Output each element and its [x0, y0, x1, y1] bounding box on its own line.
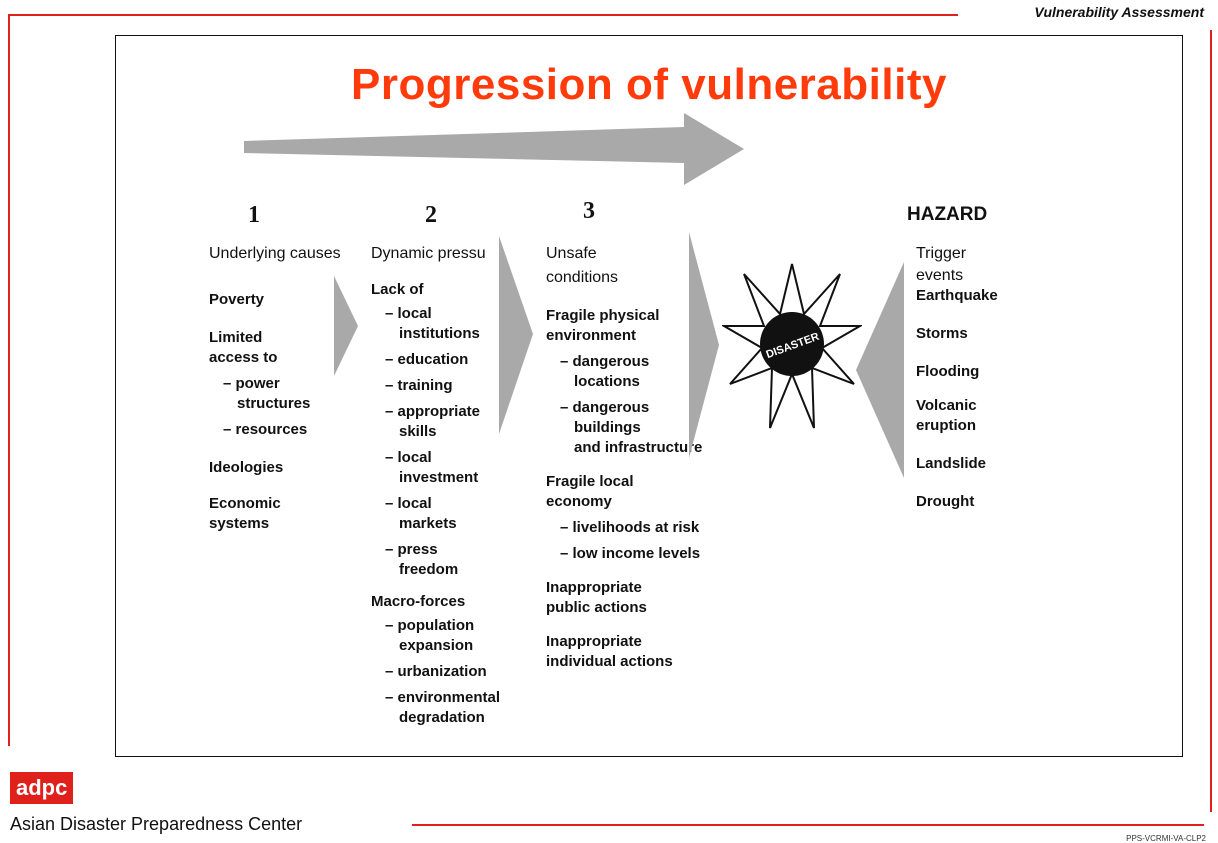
list-item: Poverty — [209, 291, 265, 308]
list-item: Fragile local — [546, 473, 634, 490]
list-item: Volcanic — [916, 397, 977, 414]
list-item: and infrastructure — [574, 439, 703, 456]
list-item: – dangerous — [560, 353, 650, 370]
list-item: – population — [385, 617, 475, 634]
list-item: degradation — [399, 709, 485, 726]
frame-line-top — [8, 14, 958, 16]
list-item: – local — [385, 495, 432, 512]
column-hazard: Trigger events Earthquake Storms Floodin… — [916, 244, 1056, 512]
list-item: Inappropriate — [546, 633, 642, 650]
frame-line-left — [8, 14, 10, 746]
column-heading: Underlying causes — [209, 245, 341, 262]
column-heading: Trigger — [916, 245, 967, 262]
list-item: investment — [399, 469, 479, 486]
list-item: Flooding — [916, 363, 980, 380]
list-item: Drought — [916, 493, 975, 510]
column-heading: Unsafe — [546, 245, 597, 262]
list-item: freedom — [399, 561, 459, 578]
disaster-burst-icon: DISASTER — [722, 263, 862, 429]
list-item: Landslide — [916, 455, 987, 472]
column-underlying-causes: Underlying causes Poverty Limited access… — [209, 244, 359, 534]
column-heading: Dynamic pressu — [371, 245, 486, 262]
list-item: access to — [209, 349, 278, 366]
list-item: systems — [209, 515, 270, 532]
list-item: Limited — [209, 329, 263, 346]
list-item: – power — [223, 375, 280, 392]
list-item: – appropriate — [385, 403, 481, 420]
list-item: economy — [546, 493, 612, 510]
column-heading: events — [916, 267, 964, 284]
frame-line-right — [1210, 30, 1212, 812]
column-unsafe-conditions: Unsafe conditions Fragile physical envir… — [546, 244, 746, 672]
list-item: Lack of — [371, 281, 424, 298]
list-item: – urbanization — [385, 663, 487, 680]
list-item: individual actions — [546, 653, 673, 670]
arrow-1-to-2 — [334, 276, 358, 376]
list-item: – dangerous — [560, 399, 650, 416]
list-item: – environmental — [385, 689, 501, 706]
list-item: locations — [574, 373, 640, 390]
list-item: – livelihoods at risk — [560, 519, 700, 536]
list-item: – press — [385, 541, 438, 558]
list-item: Macro-forces — [371, 593, 466, 610]
frame-line-bottom — [412, 824, 1204, 826]
progression-arrow — [244, 113, 744, 185]
column-2-number: 2 — [425, 202, 437, 228]
adpc-logo: adpc — [10, 772, 74, 804]
slide-title: Progression of vulnerability — [351, 60, 947, 109]
list-item: Fragile physical — [546, 307, 660, 324]
hazard-heading: HAZARD — [907, 204, 988, 225]
list-item: – local — [385, 305, 432, 322]
column-dynamic-pressures: Dynamic pressu Lack of – local instituti… — [371, 244, 536, 728]
list-item: – low income levels — [560, 545, 701, 562]
list-item: – training — [385, 377, 453, 394]
list-item: public actions — [546, 599, 647, 616]
list-item: markets — [399, 515, 457, 532]
list-item: eruption — [916, 417, 976, 434]
list-item: institutions — [399, 325, 480, 342]
list-item: – local — [385, 449, 432, 466]
arrow-hazard-to-disaster — [856, 262, 904, 478]
list-item: environment — [546, 327, 637, 344]
list-item: buildings — [574, 419, 641, 436]
arrow-2-to-3 — [499, 236, 533, 434]
list-item: – resources — [223, 421, 308, 438]
arrow-3-to-disaster — [689, 232, 719, 458]
list-item: Economic — [209, 495, 281, 512]
list-item: structures — [237, 395, 311, 412]
slide-panel: Progression of vulnerability 1 2 3 HAZAR… — [115, 35, 1183, 757]
list-item: expansion — [399, 637, 474, 654]
list-item: Storms — [916, 325, 968, 342]
footer-code: PPS-VCRMI-VA-CLP2 — [1126, 834, 1206, 843]
header-tag: Vulnerability Assessment — [1034, 4, 1204, 20]
list-item: Inappropriate — [546, 579, 642, 596]
column-3-number: 3 — [583, 198, 595, 224]
list-item: Ideologies — [209, 459, 284, 476]
footer-organization: Asian Disaster Preparedness Center — [10, 814, 303, 834]
list-item: – education — [385, 351, 469, 368]
column-1-number: 1 — [248, 202, 260, 228]
list-item: skills — [399, 423, 437, 440]
list-item: Earthquake — [916, 287, 998, 304]
column-heading: conditions — [546, 269, 619, 286]
